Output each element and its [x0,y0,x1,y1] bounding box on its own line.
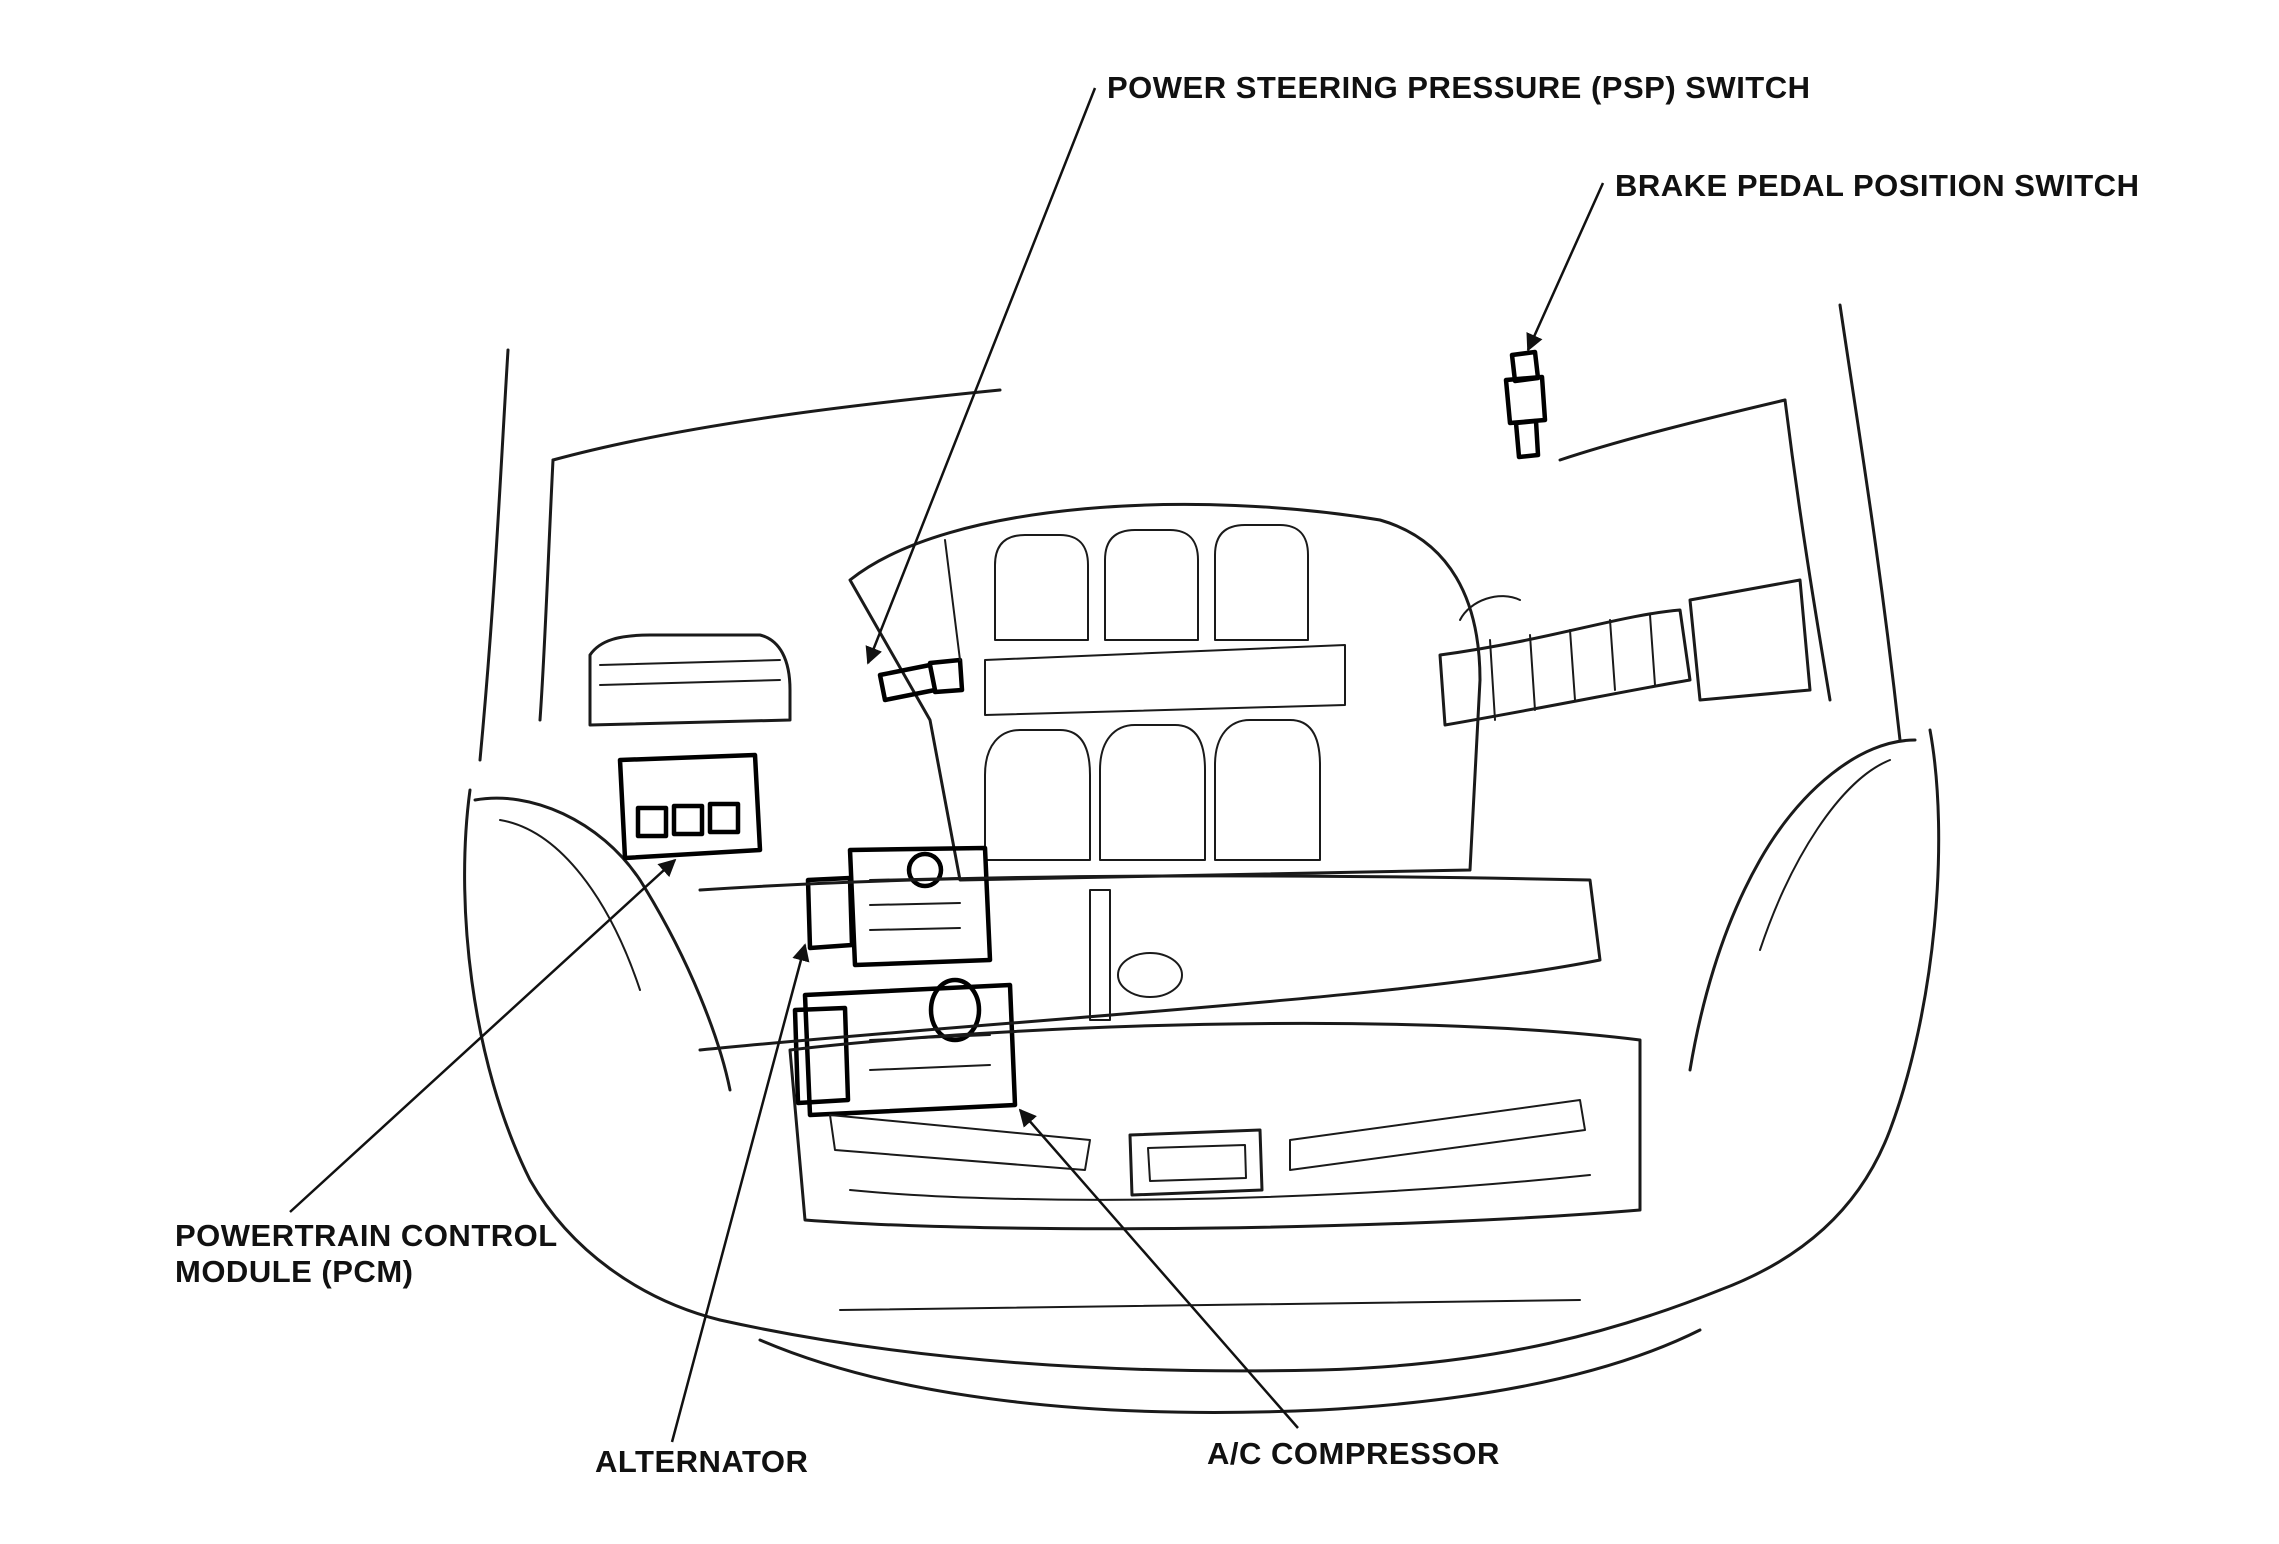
ac-compressor-label: A/C COMPRESSOR [1207,1436,1500,1471]
intake-duct [1438,578,1812,727]
alternator-label: ALTERNATOR [595,1444,809,1479]
fuse-box [588,633,792,727]
front-bumper [718,1288,1722,1414]
alternator [805,845,993,968]
pcm-label: POWERTRAIN CONTROL MODULE (PCM) [175,1218,558,1289]
pcm-module [617,752,763,861]
hood-outline [478,303,1902,762]
body-outline [463,728,1941,1322]
psp-switch-part [877,539,965,703]
center-parts [698,874,1602,1052]
engine-cover [848,502,1482,882]
ac-compressor [792,977,1018,1118]
leader-lines [289,87,1605,1443]
brake-switch-part [1503,349,1548,460]
psp-switch-label: POWER STEERING PRESSURE (PSP) SWITCH [1107,70,1811,105]
grille [788,1021,1642,1231]
brake-switch-label: BRAKE PEDAL POSITION SWITCH [1615,168,2140,203]
